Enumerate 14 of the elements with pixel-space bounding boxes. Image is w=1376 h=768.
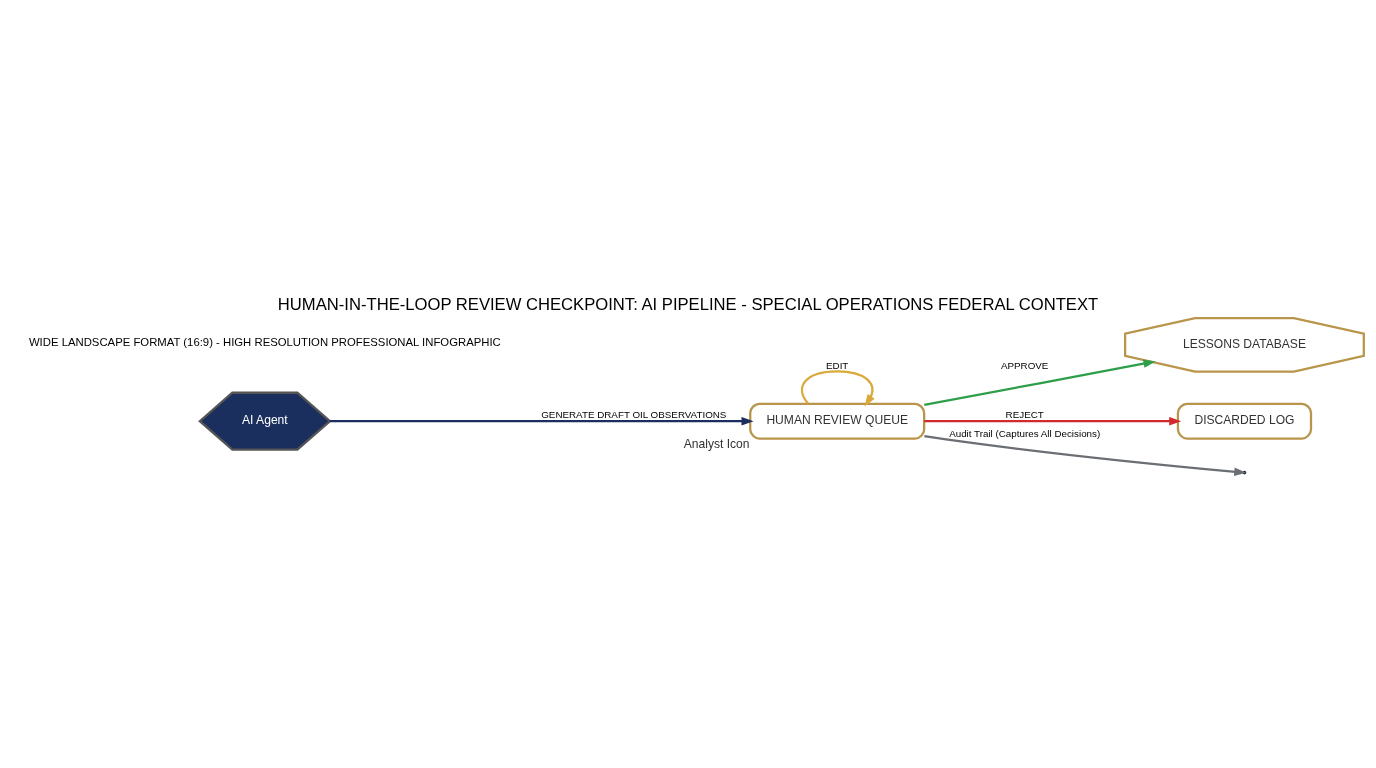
diagram-title: HUMAN-IN-THE-LOOP REVIEW CHECKPOINT: AI PIPELINE - SPECIAL OPERATIONS FEDERAL CONTEXT [277, 295, 1099, 315]
arrow [924, 359, 1156, 407]
node-label: Analyst Icon [683, 437, 750, 452]
label: WIDE LANDSCAPE FORMAT (16:9) - HIGH RESOLUTION PROFESSIONAL INFOGRAPHIC [28, 335, 501, 348]
edge-label: GENERATE DRAFT OIL OBSERVATIONS [541, 409, 727, 421]
edge-label: EDIT [826, 359, 849, 371]
edge-label: Audit Trail (Captures All Decisions) [949, 427, 1101, 439]
edge-label: REJECT [1005, 409, 1044, 421]
node-box: DISCARDED LOG [1176, 402, 1313, 440]
arrow [329, 416, 754, 426]
arrow [801, 370, 875, 407]
arrow [924, 416, 1182, 426]
node-box: HUMAN REVIEW QUEUE [749, 402, 926, 440]
edge-label: APPROVE [1000, 360, 1049, 372]
